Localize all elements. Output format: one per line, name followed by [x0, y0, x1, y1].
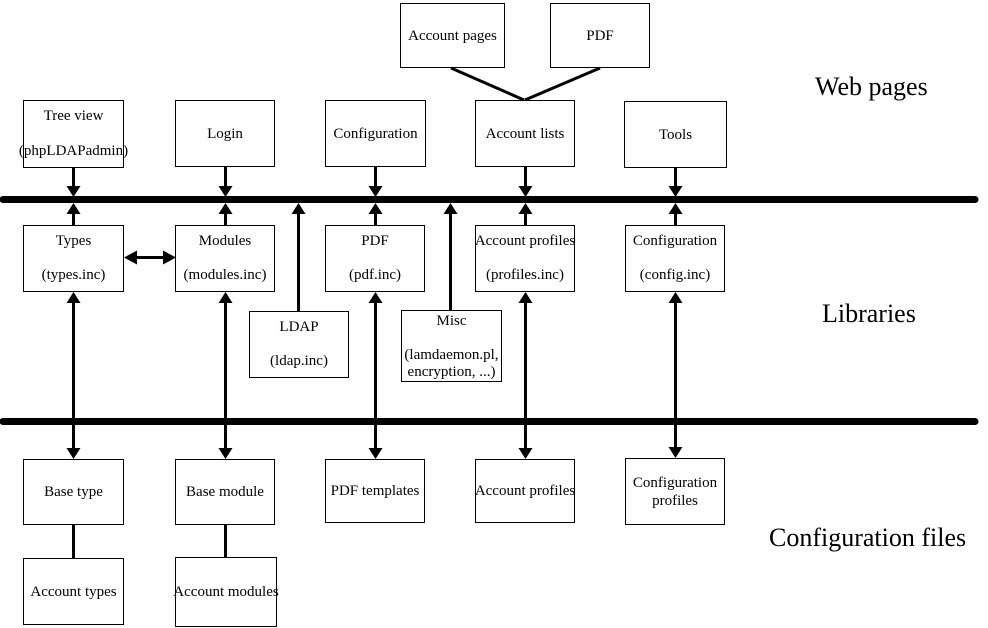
box-login: Login	[175, 100, 275, 167]
arrow-types-base-type	[66, 292, 81, 459]
arrow-profiles-lib-account-profiles	[518, 292, 533, 459]
box-label: (lamdaemon.pl,	[404, 347, 499, 363]
box-label: encryption, ...)	[407, 364, 496, 380]
arrow-login-to-bus	[218, 167, 233, 197]
arrow-pdf-lib-pdf-templates	[368, 292, 383, 459]
box-misc-lib: Misc (lamdaemon.pl, encryption, ...)	[401, 310, 502, 382]
box-label: (pdf.inc)	[348, 267, 402, 283]
box-account-modules: Account modules	[173, 557, 279, 627]
box-base-type: Base type	[23, 459, 124, 525]
arrow-modules-base-module	[218, 292, 233, 459]
box-label-group: (lamdaemon.pl, encryption, ...)	[404, 347, 498, 381]
box-label: (ldap.inc)	[270, 353, 328, 369]
arrow-misc-to-bus	[443, 203, 458, 310]
box-label: LDAP	[279, 319, 319, 335]
box-pdf-templates: PDF templates	[325, 459, 425, 523]
box-modules-lib: Modules (modules.inc)	[175, 225, 275, 292]
box-label: (profiles.inc)	[486, 267, 564, 283]
arrow-modules-to-bus	[218, 203, 233, 225]
box-label: Tree view	[43, 108, 104, 124]
arrow-account-lists-to-bus	[518, 167, 533, 197]
box-ldap-lib: LDAP (ldap.inc)	[249, 311, 349, 378]
box-pdf-page: PDF	[550, 3, 650, 68]
section-label-configuration-files: Configuration files	[769, 523, 967, 552]
section-label-libraries: Libraries	[822, 299, 916, 328]
arrow-profiles-lib-to-bus	[518, 203, 533, 225]
box-label: Login	[207, 125, 243, 142]
box-account-lists: Account lists	[475, 100, 575, 167]
box-label: (modules.inc)	[183, 267, 267, 283]
box-account-pages: Account pages	[400, 3, 505, 68]
box-tree-view: Tree view (phpLDAPadmin)	[19, 100, 128, 168]
box-configuration-profiles: Configuration profiles	[625, 458, 725, 525]
arrow-config-lib-config-profiles	[668, 292, 683, 458]
line-account-pages-to-account-lists	[450, 66, 525, 102]
box-label: (types.inc)	[41, 267, 106, 283]
arrow-tools-to-bus	[668, 168, 683, 197]
arrow-ldap-to-bus	[291, 203, 306, 311]
box-base-module: Base module	[175, 459, 275, 525]
box-label: profiles	[652, 492, 698, 509]
box-label: (phpLDAPadmin)	[18, 143, 129, 159]
box-label: Account profiles	[474, 483, 576, 499]
box-label: Account types	[30, 583, 117, 600]
box-label: Types	[55, 233, 92, 249]
arrow-types-to-bus	[66, 203, 81, 225]
section-label-web-pages: Web pages	[815, 72, 928, 101]
box-label: Misc	[436, 313, 467, 329]
box-label: Account pages	[408, 27, 497, 44]
line-pdf-to-account-lists	[524, 66, 601, 102]
box-label: Configuration	[333, 125, 418, 142]
box-account-types: Account types	[23, 558, 124, 625]
box-profiles-lib: Account profiles (profiles.inc)	[475, 225, 575, 292]
box-label: PDF	[586, 27, 614, 44]
box-config-lib: Configuration (config.inc)	[625, 225, 725, 292]
box-label: Base type	[44, 484, 103, 500]
arrow-tree-view-to-bus	[66, 168, 81, 197]
arrow-config-lib-to-bus	[668, 203, 683, 225]
box-label: PDF	[361, 233, 389, 249]
arrow-configuration-page-to-bus	[368, 167, 383, 197]
arrow-pdf-lib-to-bus	[368, 203, 383, 225]
box-label: Modules	[198, 233, 252, 249]
box-label: Base module	[186, 484, 264, 500]
box-configuration-page: Configuration	[325, 100, 426, 167]
box-pdf-lib: PDF (pdf.inc)	[325, 225, 425, 292]
box-tools: Tools	[624, 101, 727, 168]
box-label: Account modules	[173, 584, 279, 600]
box-label: Account profiles	[474, 233, 576, 249]
box-label: Configuration	[632, 233, 718, 249]
box-label: PDF templates	[330, 483, 420, 499]
box-label: (config.inc)	[639, 267, 711, 283]
arrow-types-modules	[124, 250, 176, 265]
box-label: Configuration	[632, 474, 718, 491]
box-types-lib: Types (types.inc)	[23, 225, 124, 292]
box-account-profiles-file: Account profiles	[475, 459, 575, 523]
box-label: Tools	[658, 126, 693, 143]
box-label: Account lists	[485, 125, 565, 142]
